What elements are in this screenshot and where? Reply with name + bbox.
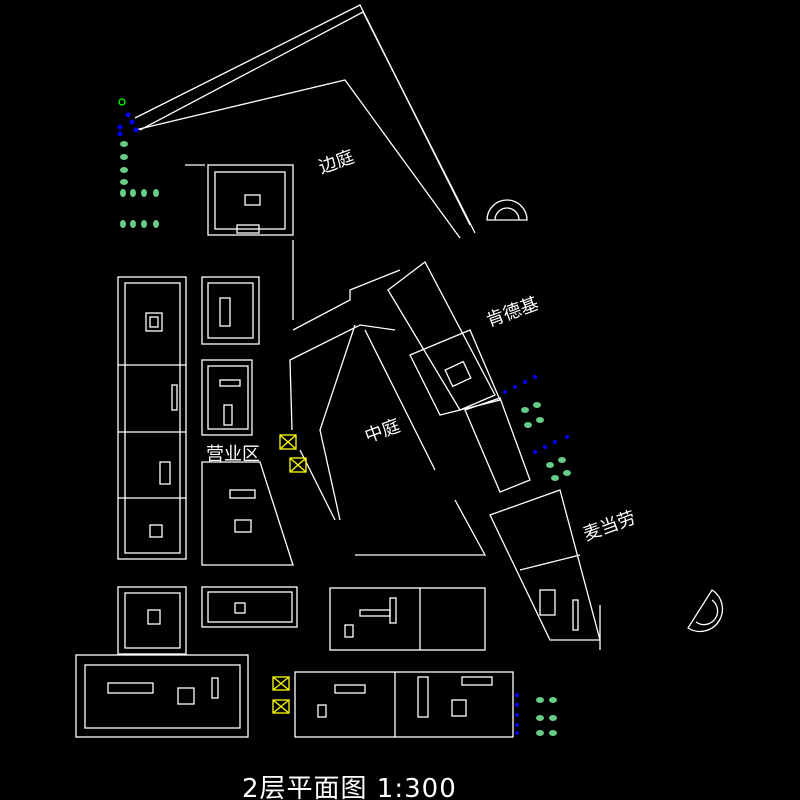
north-marker-icon	[118, 98, 126, 106]
door-markers	[117, 112, 569, 735]
shops-left-column	[117, 276, 294, 566]
label-business-area: 营业区	[206, 444, 260, 465]
drawing-title: 2层平面图 1:300	[242, 774, 457, 800]
spiral-stair-right	[687, 589, 724, 633]
toilets	[120, 141, 571, 736]
shops-bottom	[75, 586, 514, 738]
elevators	[272, 434, 307, 714]
central-court	[289, 240, 487, 556]
shops-right-mcd	[489, 489, 601, 650]
outer-wedge	[134, 4, 476, 239]
shops-right-kfc	[387, 261, 531, 493]
shops-top	[185, 164, 294, 236]
spiral-stair-top	[486, 199, 528, 221]
